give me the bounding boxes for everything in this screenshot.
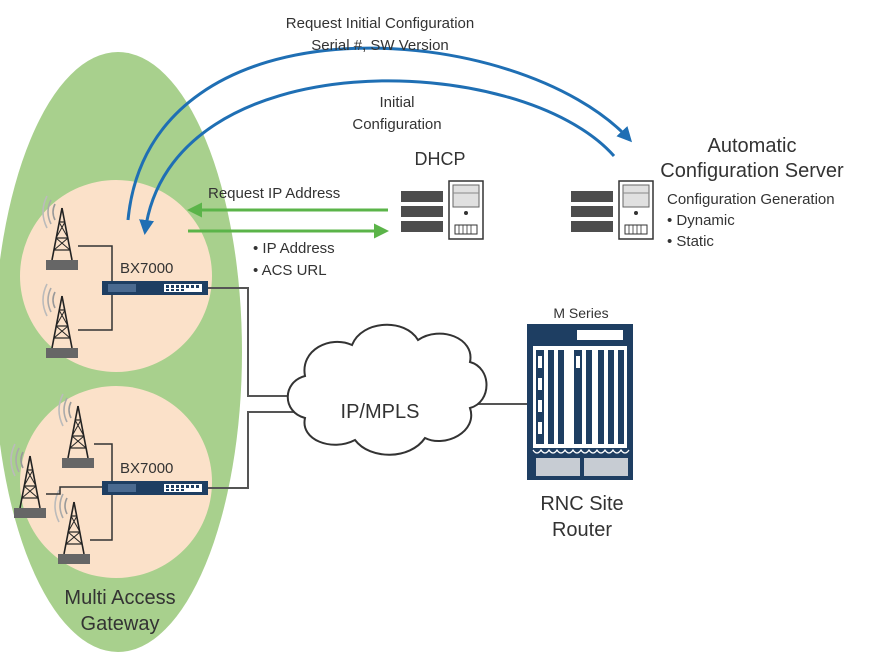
static-item: • Static (667, 233, 714, 250)
request-config-label-line1: Request Initial Configuration (286, 15, 474, 32)
m-series-router-icon (527, 324, 633, 480)
gateway-label-line2: Gateway (81, 613, 160, 635)
ip-mpls-cloud (286, 323, 488, 456)
bx7000-label-bottom: BX7000 (120, 460, 173, 477)
initial-config-arc (139, 79, 616, 235)
initial-config-label-line1: Initial (379, 94, 414, 111)
cloud-label: IP/MPLS (341, 401, 420, 423)
m-series-label: M Series (553, 305, 608, 321)
dhcp-server-icon (400, 180, 484, 240)
request-config-arc (126, 46, 633, 221)
initial-config-label-line2: Configuration (352, 116, 441, 133)
acs-server-icon (570, 180, 654, 240)
acs-url-item: • ACS URL (253, 262, 327, 279)
dynamic-item: • Dynamic (667, 212, 735, 229)
bx7000-device-bottom (102, 481, 208, 495)
bx7000-label-top: BX7000 (120, 260, 173, 277)
gateway-label-line1: Multi Access (64, 587, 175, 609)
request-ip-label: Request IP Address (208, 185, 340, 202)
config-generation-label: Configuration Generation (667, 191, 835, 208)
ip-address-item: • IP Address (253, 240, 335, 257)
acs-title-line1: Automatic (708, 135, 797, 157)
dhcp-title: DHCP (414, 149, 465, 169)
router-label-line1: RNC Site (540, 493, 623, 515)
router-label-line2: Router (552, 519, 612, 541)
acs-title-line2: Configuration Server (660, 160, 844, 182)
bx7000-device-top (102, 281, 208, 295)
request-config-label-line2: Serial #, SW Version (311, 37, 449, 54)
